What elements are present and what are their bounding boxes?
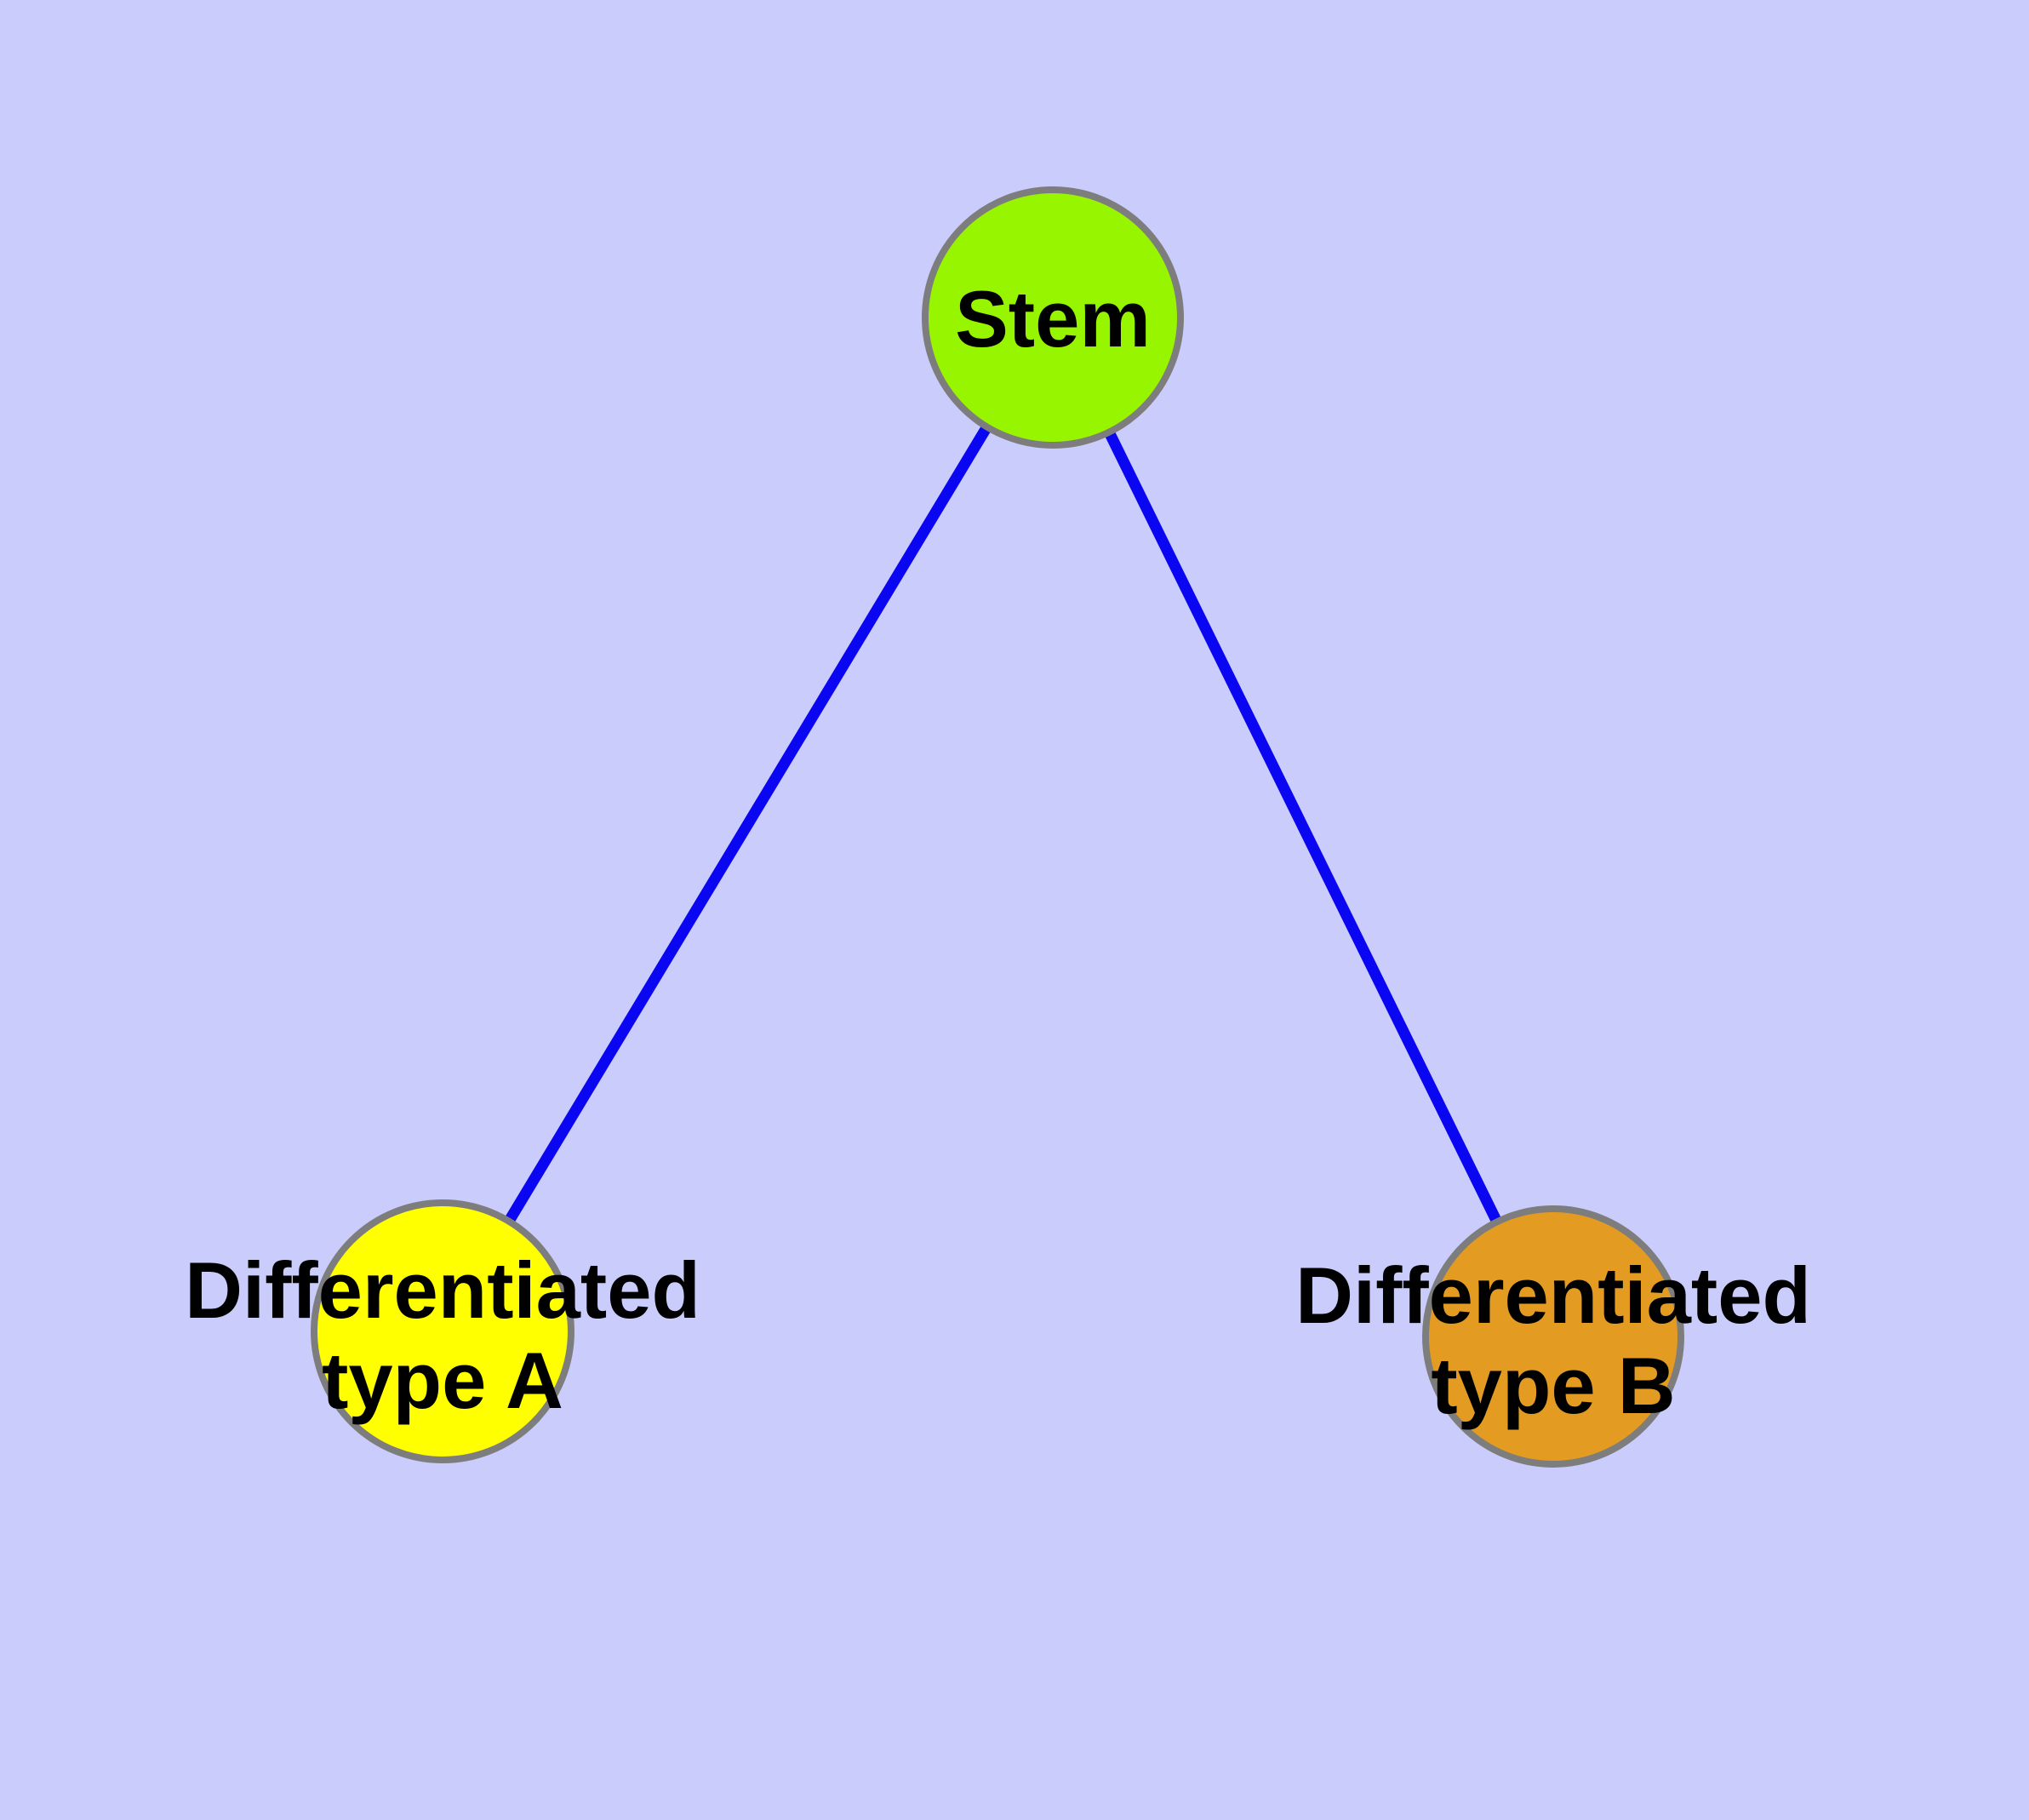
node-diff-a [311,1199,574,1463]
edge-stem-diff-a [437,314,1058,1335]
edge-stem-diff-b [1048,315,1558,1339]
node-stem [922,186,1184,449]
node-diff-b [1422,1205,1684,1468]
node-label-stem: Stem [955,274,1151,363]
